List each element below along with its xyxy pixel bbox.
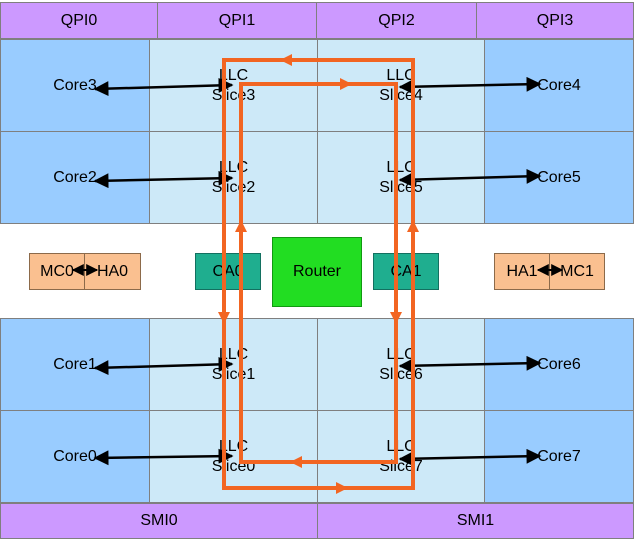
mc1-label: MC1 xyxy=(560,262,594,280)
ha1-label: HA1 xyxy=(506,262,538,280)
core0-llc-arrow xyxy=(93,448,234,466)
smi1-block: SMI1 xyxy=(317,503,634,539)
core4-label: Core4 xyxy=(537,76,581,94)
ca0-label: CA0 xyxy=(212,262,244,280)
qpi1-block: QPI1 xyxy=(157,2,317,39)
core6-label: Core6 xyxy=(537,355,581,373)
core2-label: Core2 xyxy=(53,168,97,186)
core5-block: Core5 xyxy=(484,131,634,224)
qpi2-label: QPI2 xyxy=(378,11,415,29)
ha0-label: HA0 xyxy=(96,262,129,280)
qpi1-label: QPI1 xyxy=(218,11,256,29)
core0-label: Core0 xyxy=(53,447,97,465)
qpi0-label: QPI0 xyxy=(60,11,98,29)
core4-llc-arrow xyxy=(398,76,542,95)
core3-llc-arrow xyxy=(93,77,234,97)
core5-llc-arrow xyxy=(398,168,542,188)
qpi3-block: QPI3 xyxy=(476,2,634,39)
core7-llc-arrow xyxy=(398,448,542,467)
qpi0-block: QPI0 xyxy=(0,2,158,39)
mc0-label: MC0 xyxy=(40,262,74,280)
router-block: Router xyxy=(272,237,362,307)
qpi2-block: QPI2 xyxy=(316,2,477,39)
router-label: Router xyxy=(292,263,342,280)
smi0-block: SMI0 xyxy=(0,503,318,539)
core2-llc-arrow xyxy=(93,170,234,189)
smi0-label: SMI0 xyxy=(140,512,178,529)
core7-label: Core7 xyxy=(537,447,581,465)
ha0-block: HA0 xyxy=(84,253,141,290)
core5-label: Core5 xyxy=(537,168,581,186)
qpi3-label: QPI3 xyxy=(536,11,574,29)
core1-llc-arrow xyxy=(93,356,234,376)
core1-label: Core1 xyxy=(53,355,97,373)
inner-ring xyxy=(239,82,398,464)
outer-ring xyxy=(222,58,415,490)
smi1-label: SMI1 xyxy=(456,512,495,529)
core6-llc-arrow xyxy=(398,355,542,374)
ca0-block: CA0 xyxy=(195,253,261,290)
core3-label: Core3 xyxy=(53,76,97,94)
